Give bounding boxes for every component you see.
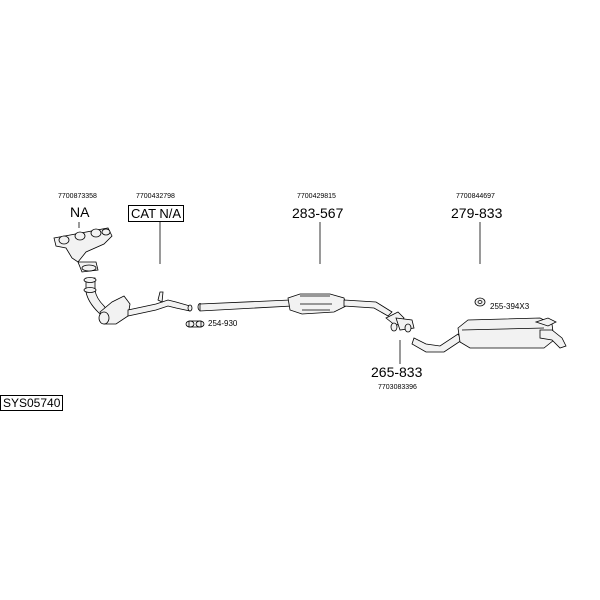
- rubber-mounting-drawing: [474, 297, 486, 307]
- manifold-label: NA: [70, 204, 90, 220]
- catalyst-ref: 7700432798: [136, 193, 175, 200]
- system-code-label: SYS05740: [0, 395, 64, 411]
- manifold-ref: 7700873358: [58, 193, 97, 200]
- front-pipe-ref: 7700429815: [297, 193, 336, 200]
- exhaust-manifold-drawing: [53, 227, 113, 273]
- gasket-drawing: [185, 320, 205, 328]
- flange-connector-drawing: [385, 311, 415, 333]
- catalyst-label: CAT N/A: [128, 205, 185, 222]
- middle-pipe-label: 265-833: [371, 364, 423, 380]
- rear-silencer-drawing: [411, 317, 567, 353]
- rear-silencer-label: 279-833: [451, 205, 503, 221]
- gasket-label: 254-930: [208, 319, 238, 328]
- rear-silencer-ref: 7700844697: [456, 193, 495, 200]
- front-pipe-drawing: [197, 293, 393, 317]
- rubber-mounting-label: 255-394X3: [490, 302, 530, 311]
- middle-pipe-ref: 7703083396: [378, 384, 417, 391]
- front-pipe-label: 283-567: [292, 205, 344, 221]
- catalyst-drawing: [83, 277, 193, 325]
